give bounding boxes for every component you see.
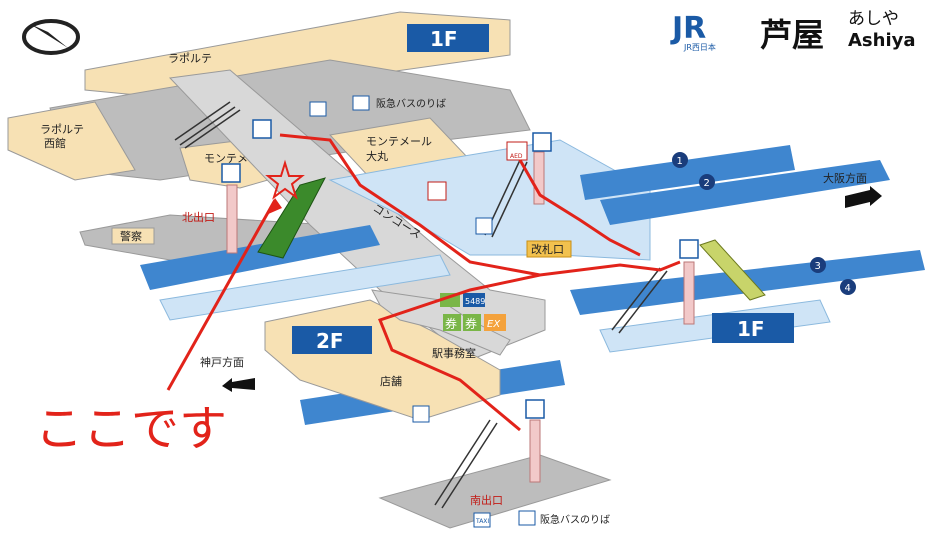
paid-area — [328, 139, 651, 261]
svg-text:EX: EX — [487, 319, 501, 330]
police-label: 警察 — [120, 229, 142, 243]
accessible-route-main — [279, 133, 681, 277]
annotation-arrow — [166, 199, 277, 391]
ex-machine-badge — [484, 314, 506, 331]
counter-5489-badge — [463, 293, 485, 307]
svg-text:1F: 1F — [430, 27, 458, 51]
shop-label: 店舗 — [380, 374, 402, 388]
svg-text:1F: 1F — [737, 317, 765, 341]
svg-text:5489: 5489 — [465, 297, 485, 306]
ticket-vending-b — [463, 314, 481, 331]
north-exit-label: 北出口 — [182, 210, 215, 224]
jr-logo-text: JR — [670, 11, 706, 46]
south-exit-label: 南出口 — [470, 493, 503, 507]
svg-text:2: 2 — [704, 178, 710, 189]
svg-text:1: 1 — [677, 156, 683, 167]
elevator-shaft-south — [529, 419, 541, 483]
platform-number-2: 2 — [699, 174, 715, 190]
ticket-vending-a — [443, 314, 461, 331]
svg-text:AED: AED — [510, 153, 523, 160]
accessible-route-platform-1 — [518, 159, 641, 257]
laporte-west-label-1: ラポルテ — [40, 123, 84, 136]
hankyu-bus-bottom-label: 阪急バスのりば — [540, 513, 610, 526]
escalator-platform-east — [699, 239, 766, 301]
laporte-west-building — [7, 101, 136, 181]
elevator-shaft-platform-3 — [683, 261, 695, 325]
platform-number-1: 1 — [672, 152, 688, 168]
ticket-gate-label: 改札口 — [531, 242, 564, 256]
montemer-daimaru-label-1: モンテメール — [366, 135, 432, 148]
platform-number-3: 3 — [810, 257, 826, 273]
svg-text:3: 3 — [815, 261, 821, 272]
laporte-west-label-2: 西館 — [44, 136, 66, 150]
elevator-shaft-platform-1 — [533, 151, 545, 205]
svg-text:券: 券 — [465, 316, 477, 331]
track-1 — [580, 145, 795, 200]
station-name-roman: Ashiya — [848, 30, 916, 51]
taxi-icon — [473, 512, 491, 528]
track-1-west — [140, 225, 380, 290]
station-name-kanji: 芦屋 — [760, 16, 824, 54]
svg-text:4: 4 — [845, 283, 851, 294]
floor-badge-lower-1f: 1F — [712, 313, 794, 343]
floor-badge-upper-1f: 1F — [407, 24, 489, 52]
jr-west-label: JR西日本 — [683, 42, 716, 52]
stairs-platform-3 — [611, 267, 668, 334]
ticket-gate-sign — [526, 240, 572, 258]
station-name-kana: あしや — [848, 9, 899, 29]
aed-icon — [506, 141, 528, 161]
taxi-top-icon — [309, 101, 327, 117]
locker-icon — [412, 405, 430, 423]
laporte-label: ラポルテ — [168, 52, 212, 65]
platform-number-4: 4 — [840, 279, 856, 295]
platform-west — [159, 254, 451, 321]
station-office-label: 駅事務室 — [432, 346, 476, 360]
jr-logo: JR JR西日本 — [670, 11, 716, 52]
floor-badge-2f: 2F — [292, 326, 372, 354]
stairs-north-west — [174, 101, 241, 149]
south-exit-area — [378, 454, 612, 529]
hankyu-bus-top-label: 阪急バスのりば — [376, 97, 446, 110]
elevator-shaft-north — [226, 184, 238, 254]
star-marker-icon — [265, 159, 305, 200]
to-kobe-arrow-icon — [222, 378, 255, 392]
escalator-north — [257, 177, 326, 259]
to-osaka-label: 大阪方面 — [823, 171, 867, 185]
svg-text:TAXI: TAXI — [475, 518, 489, 525]
annotation-arrowhead-icon — [266, 198, 282, 215]
stairs-south — [434, 419, 498, 509]
bus-top-icon — [352, 95, 370, 111]
to-kobe-label: 神戸方面 — [200, 355, 244, 369]
track-2 — [600, 160, 890, 225]
montemer-daimaru-label-2: 大丸 — [366, 149, 388, 163]
police-box — [111, 227, 155, 245]
bus-icon — [518, 510, 536, 526]
svg-text:券: 券 — [445, 316, 457, 331]
accessible-route-south — [378, 273, 541, 432]
annotation-text: ここです — [35, 401, 227, 457]
compass-north-icon — [22, 19, 80, 55]
svg-text:2F: 2F — [316, 329, 344, 353]
wheelchair-icon — [475, 217, 493, 235]
to-osaka-arrow-icon — [845, 186, 882, 208]
elevator-icon — [221, 119, 699, 419]
toilet-icon — [427, 181, 447, 201]
